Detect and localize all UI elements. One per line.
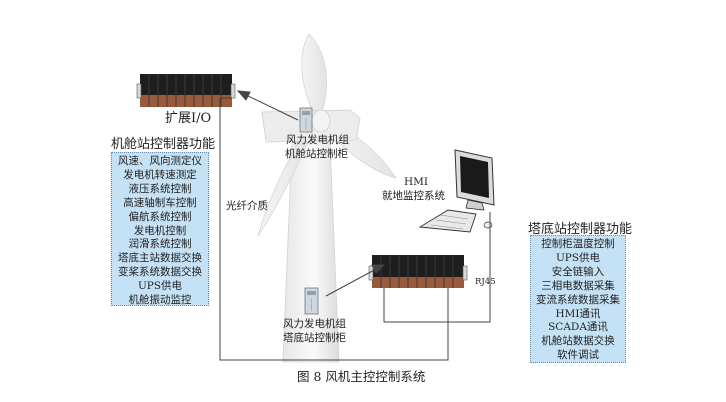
- tower-panel-title: 塔底站控制器功能: [528, 222, 633, 237]
- arrows: [236, 90, 386, 297]
- tower-function-item: SCADA通讯: [548, 321, 608, 334]
- nacelle-function-item: 变桨系统数据交换: [118, 266, 202, 279]
- tower-function-item: UPS供电: [555, 251, 601, 264]
- nacelle-cabinet-label-1: 风力发电机组: [286, 134, 349, 146]
- nacelle-function-item: 机舱振动监控: [128, 294, 192, 307]
- fiber-line: [219, 97, 449, 361]
- nacelle-function-item: 高速轴制车控制: [123, 196, 197, 209]
- hmi-label: HMI: [404, 176, 429, 188]
- turbine-tower: [282, 141, 340, 363]
- nacelle-function-item: 润滑系统控制: [128, 238, 192, 251]
- tower-function-item: 三相电数据采集: [541, 279, 615, 292]
- tower-cabinet-label-1: 风力发电机组: [283, 318, 346, 330]
- tower-function-item: 安全链输入: [551, 265, 605, 278]
- nacelle-function-item: 风速、风向测定仪: [118, 155, 202, 167]
- nacelle-function-item: 发电机控制: [133, 224, 187, 237]
- nacelle-function-panel: 风速、风向测定仪 发电机转速测定 液压系统控制 高速轴制车控制 偏航系统控制 发…: [111, 152, 209, 306]
- nacelle-panel-title: 机舱站控制器功能: [111, 137, 216, 152]
- nacelle-function-item: 塔底主站数据交换: [118, 252, 202, 265]
- nacelle-function-item: 偏航系统控制: [128, 210, 192, 223]
- hmi-system-label: 就地监控系统: [382, 190, 445, 202]
- nacelle-function-item: UPS供电: [137, 280, 183, 293]
- tower-function-item: 机舱站数据交换: [541, 335, 615, 348]
- tower-function-item: 变流系统数据采集: [536, 293, 620, 306]
- nacelle-cabinet-label-2: 机舱站控制柜: [285, 148, 348, 160]
- nacelle-function-item: 发电机转速测定: [123, 168, 197, 181]
- rj45-label: RJ45: [475, 277, 496, 287]
- rj45-line: [383, 212, 491, 323]
- tower-cabinet-icon: [304, 287, 319, 315]
- figure-caption: 图 8 风机主控控制系统: [297, 369, 426, 384]
- tower-function-item: 软件调试: [557, 349, 599, 362]
- tower-function-item: 控制柜温度控制: [541, 238, 615, 250]
- nacelle-function-item: 液压系统控制: [128, 182, 192, 195]
- tower-function-panel: 控制柜温度控制 UPS供电 安全链输入 三相电数据采集 变流系统数据采集 HMI…: [530, 235, 626, 363]
- connection-lines: [219, 97, 491, 361]
- fiber-label: 光纤介质: [226, 200, 268, 212]
- expansion-io-label: 扩展I/O: [165, 111, 212, 126]
- tower-controller-module: [368, 255, 468, 288]
- expansion-io-module: [136, 74, 236, 107]
- hmi-computer-icon: [418, 149, 495, 233]
- turbine-hub: [311, 109, 331, 133]
- nacelle-cabinet-icon: [299, 107, 313, 133]
- tower-cabinet-label-2: 塔底站控制柜: [283, 332, 346, 344]
- tower-function-item: HMI通讯: [555, 307, 601, 320]
